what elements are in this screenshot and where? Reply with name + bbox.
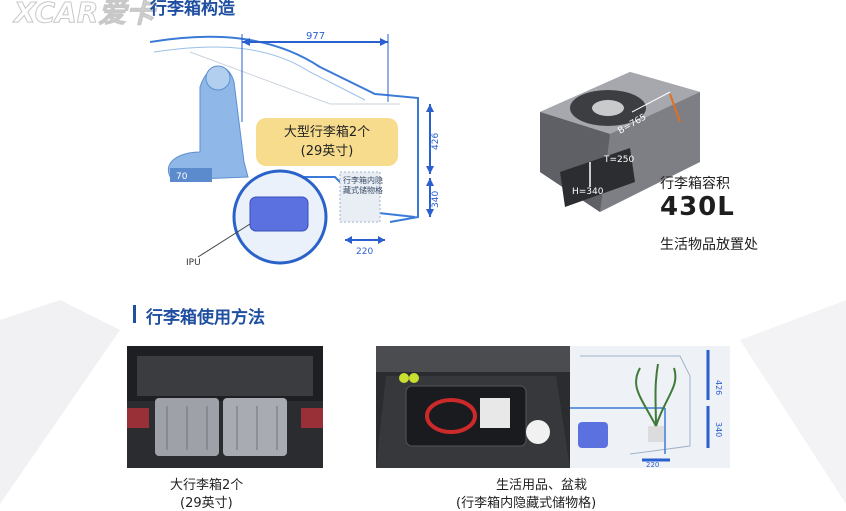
photo-large-suitcases bbox=[127, 346, 323, 468]
xcar-logo: XCAR爱卡 bbox=[12, 0, 162, 30]
tennis-racket bbox=[425, 398, 477, 434]
dim-top-label: 977 bbox=[306, 31, 325, 42]
trunk-structure-diagram: 70 IPU 977 426 340 220 bbox=[150, 31, 441, 268]
photo-hidden-tray bbox=[376, 346, 570, 468]
capacity-desc: 生活物品放置处 bbox=[660, 237, 758, 253]
hidden-tray-label: 行李箱内隐藏式储物格 bbox=[343, 176, 383, 195]
tail-light-left bbox=[127, 408, 149, 428]
tennis-ball-2 bbox=[409, 373, 419, 383]
plant-pot bbox=[648, 426, 664, 442]
dim2-upper-label: 426 bbox=[714, 380, 723, 395]
item-box bbox=[480, 398, 510, 428]
ipu-battery-small bbox=[578, 422, 608, 448]
ipu-battery bbox=[249, 196, 309, 232]
suitcase-right bbox=[223, 398, 287, 456]
dim-bottom-label: 220 bbox=[356, 247, 373, 257]
photo2-caption-line2: (行李箱内隐藏式储物格) bbox=[456, 496, 597, 511]
large-suitcase-callout: 大型行李箱2个 (29英寸) bbox=[256, 118, 398, 166]
marker-orange bbox=[669, 93, 681, 123]
xcar-logo-icon: XCAR爱卡 bbox=[12, 0, 158, 30]
dim2-bottom-label: 220 bbox=[646, 461, 659, 468]
callout-line2: (29英寸) bbox=[300, 144, 354, 159]
photo1-caption-line2: (29英寸) bbox=[180, 496, 233, 511]
page-decor-right bbox=[740, 300, 846, 504]
ball bbox=[526, 420, 550, 444]
tennis-ball-1 bbox=[399, 373, 409, 383]
dim-t-label: T=250 bbox=[603, 155, 634, 165]
page-decor-left bbox=[0, 300, 120, 504]
seat-label: 70 bbox=[176, 172, 188, 182]
photo1-caption-line1: 大行李箱2个 bbox=[170, 478, 244, 493]
capacity-value: 430L bbox=[660, 192, 735, 222]
headrest-shape bbox=[205, 65, 231, 91]
dim-h-label: H=340 bbox=[572, 187, 604, 197]
section-title-usage: 行李箱使用方法 bbox=[146, 308, 265, 328]
dim-right-lower-label: 340 bbox=[431, 191, 441, 208]
capacity-label: 行李箱容积 bbox=[660, 176, 730, 192]
dim-right-upper-label: 426 bbox=[431, 133, 441, 150]
logo-text: XCAR爱卡 bbox=[12, 0, 157, 29]
photo2-caption-line1: 生活用品、盆栽 bbox=[496, 478, 588, 493]
plant-leaves bbox=[635, 363, 677, 427]
hidden-tray-diagram: 426 340 220 bbox=[570, 346, 730, 468]
ipu-label: IPU bbox=[186, 258, 201, 268]
section-title-structure: 行李箱构造 bbox=[150, 0, 235, 19]
tail-light-right bbox=[301, 408, 323, 428]
dim2-lower-label: 340 bbox=[714, 422, 723, 437]
section-bar-usage bbox=[133, 305, 136, 323]
callout-line1: 大型行李箱2个 bbox=[283, 125, 371, 140]
hidden-tray-area bbox=[339, 171, 381, 223]
trunk-3d-render: B=765 T=250 H=340 bbox=[540, 72, 700, 212]
seat-cushion bbox=[170, 168, 212, 182]
